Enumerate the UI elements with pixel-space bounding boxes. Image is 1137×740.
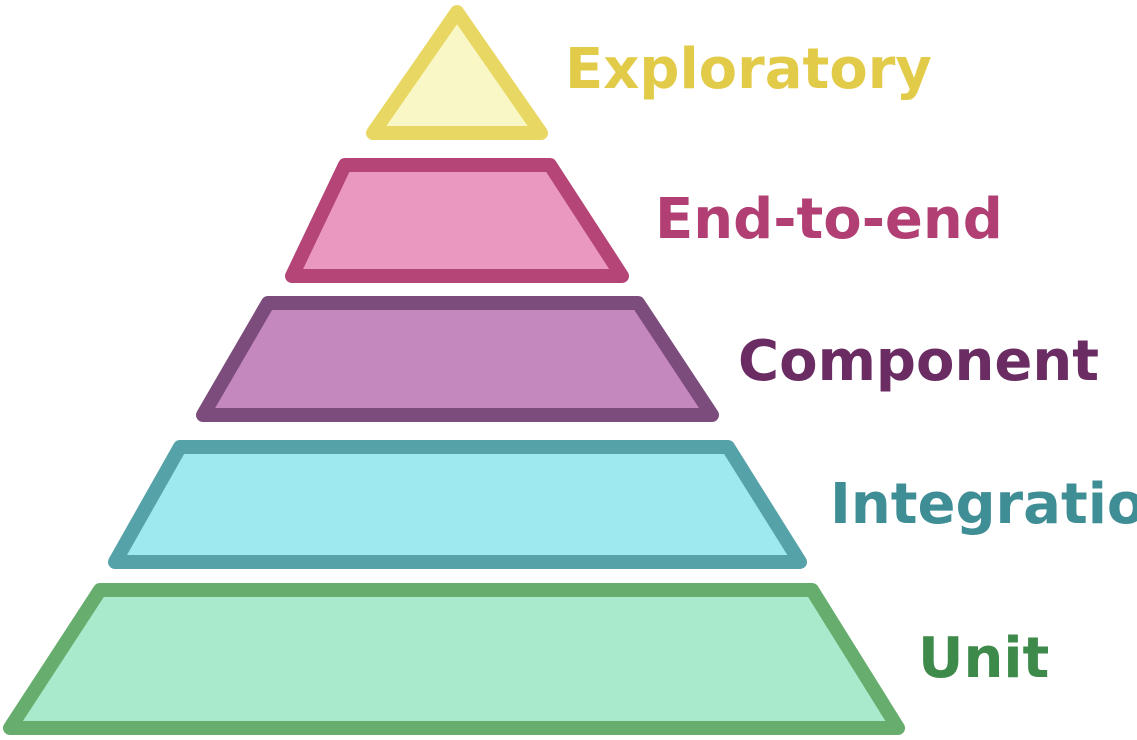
tier-unit: Unit	[3, 583, 1049, 735]
tier-end-to-end-label: End-to-end	[655, 187, 1003, 252]
tier-integration-shape	[108, 440, 807, 569]
tier-exploratory: Exploratory	[366, 5, 932, 140]
tier-exploratory-label: Exploratory	[565, 37, 932, 102]
tier-end-to-end: End-to-end	[285, 158, 1003, 283]
tier-unit-label: Unit	[918, 626, 1049, 691]
tier-component-label: Component	[738, 329, 1099, 394]
tier-unit-shape	[3, 583, 905, 735]
tier-end-to-end-shape	[285, 158, 629, 283]
tier-component: Component	[196, 296, 1099, 422]
tier-integration-label: Integration	[830, 472, 1137, 537]
tier-component-shape	[196, 296, 719, 422]
tier-exploratory-shape	[366, 5, 548, 140]
tier-integration: Integration	[108, 440, 1137, 569]
